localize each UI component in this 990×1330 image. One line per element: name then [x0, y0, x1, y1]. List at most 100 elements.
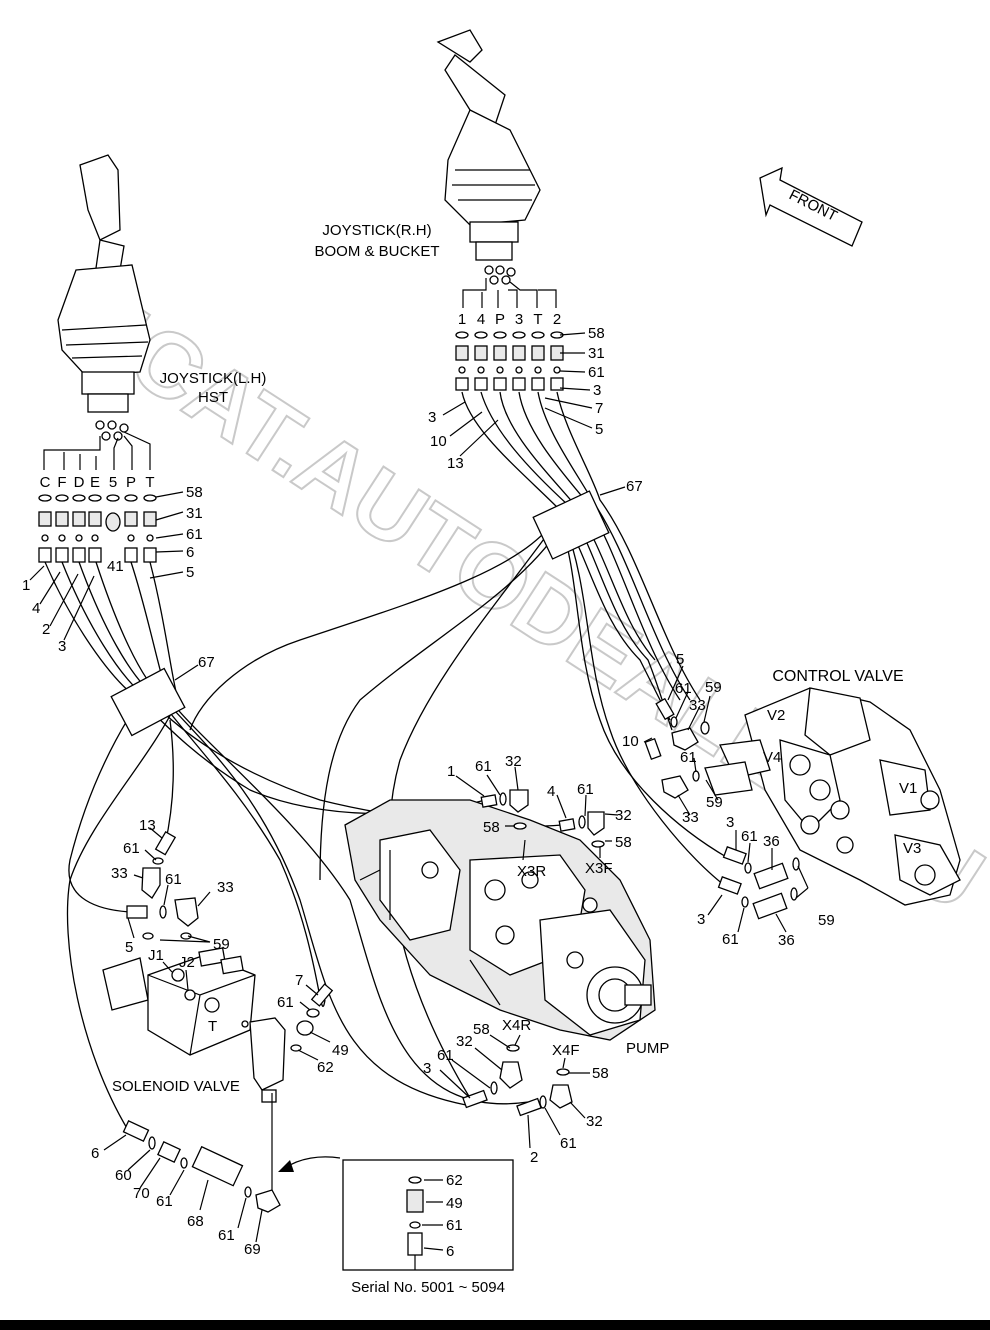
svg-text:T: T: [533, 311, 542, 328]
svg-text:61: 61: [437, 1047, 454, 1064]
svg-text:59: 59: [705, 679, 722, 696]
svg-text:49: 49: [332, 1042, 349, 1059]
svg-text:2: 2: [553, 311, 561, 328]
svg-text:61: 61: [218, 1227, 235, 1244]
svg-text:61: 61: [560, 1135, 577, 1152]
svg-text:7: 7: [295, 972, 303, 989]
control-valve-lower-callouts: 3 61 36 59 3 61 36: [697, 814, 835, 949]
svg-text:7: 7: [595, 400, 603, 417]
svg-text:5: 5: [109, 474, 117, 491]
left-lower-callouts: 13 61 33 61 33 5 59: [111, 817, 234, 956]
svg-text:6: 6: [91, 1145, 99, 1162]
svg-text:10: 10: [622, 733, 639, 750]
joystick-rh-port-letters: 1 4 P 3 T 2: [458, 311, 561, 328]
svg-text:3: 3: [697, 911, 705, 928]
svg-text:1: 1: [458, 311, 466, 328]
svg-text:V4: V4: [763, 749, 781, 766]
joystick-lh-drawing: [57, 154, 151, 441]
band-callouts: 67 67: [174, 478, 643, 681]
joystick-lh-callouts: 58 31 61 6 5 41 1 4 2 3: [22, 484, 203, 655]
joystick-lh-title-line2: HST: [198, 389, 228, 406]
svg-text:13: 13: [447, 455, 464, 472]
svg-text:33: 33: [217, 879, 234, 896]
svg-text:61: 61: [475, 758, 492, 775]
pump-drawing: [344, 799, 656, 1041]
solenoid-side-fittings: [290, 983, 334, 1052]
svg-text:32: 32: [505, 753, 522, 770]
svg-text:61: 61: [156, 1193, 173, 1210]
svg-text:61: 61: [165, 871, 182, 888]
svg-text:5: 5: [676, 651, 684, 668]
svg-text:X4R: X4R: [502, 1017, 531, 1034]
svg-text:X3R: X3R: [517, 863, 546, 880]
svg-text:59: 59: [818, 912, 835, 929]
svg-text:T: T: [208, 1018, 217, 1035]
pump-top-fittings: [480, 789, 605, 848]
solenoid-valve-drawing: [102, 947, 286, 1103]
svg-text:70: 70: [133, 1185, 150, 1202]
svg-text:67: 67: [198, 654, 215, 671]
front-arrow: FRONT: [759, 166, 863, 247]
svg-text:61: 61: [588, 364, 605, 381]
svg-text:68: 68: [187, 1213, 204, 1230]
control-valve-label: CONTROL VALVE: [772, 668, 903, 685]
svg-text:10: 10: [430, 433, 447, 450]
svg-text:6: 6: [186, 544, 194, 561]
svg-text:3: 3: [515, 311, 523, 328]
svg-text:3: 3: [593, 382, 601, 399]
control-valve-upper-callouts: 5 61 59 33 10 61 59 33: [622, 651, 723, 826]
svg-text:V3: V3: [903, 840, 921, 857]
svg-text:D: D: [74, 474, 85, 491]
bottom-chain-fittings: [122, 1093, 281, 1213]
svg-text:F: F: [57, 474, 66, 491]
joystick-lh-title-line1: JOYSTICK(L.H): [160, 370, 267, 387]
joystick-rh-callouts: 58 31 61 3 7 5 3 10 13: [428, 325, 605, 472]
svg-text:61: 61: [577, 781, 594, 798]
svg-text:3: 3: [428, 409, 436, 426]
svg-text:62: 62: [446, 1172, 463, 1189]
svg-text:E: E: [90, 474, 100, 491]
svg-text:P: P: [495, 311, 505, 328]
svg-text:31: 31: [186, 505, 203, 522]
svg-text:61: 61: [722, 931, 739, 948]
svg-text:61: 61: [446, 1217, 463, 1234]
pump-bottom-callouts: 58 32 61 3 58 2 61 32: [423, 1021, 609, 1166]
svg-text:62: 62: [317, 1059, 334, 1076]
svg-text:P: P: [126, 474, 136, 491]
joystick-rh-title-line1: JOYSTICK(R.H): [322, 222, 431, 239]
svg-text:1: 1: [22, 577, 30, 594]
svg-text:61: 61: [680, 749, 697, 766]
joystick-rh-title-line2: BOOM & BUCKET: [314, 243, 439, 260]
svg-text:33: 33: [689, 697, 706, 714]
control-valve-lower-fittings: [717, 846, 800, 920]
svg-text:1: 1: [447, 763, 455, 780]
svg-text:58: 58: [615, 834, 632, 851]
svg-text:4: 4: [477, 311, 485, 328]
svg-text:41: 41: [107, 558, 124, 575]
hose-band-rh: [532, 490, 610, 560]
svg-text:J1: J1: [148, 947, 164, 964]
svg-text:58: 58: [186, 484, 203, 501]
svg-text:3: 3: [58, 638, 66, 655]
svg-text:5: 5: [186, 564, 194, 581]
svg-text:61: 61: [277, 994, 294, 1011]
svg-text:61: 61: [675, 680, 692, 697]
svg-text:36: 36: [763, 833, 780, 850]
svg-text:5: 5: [595, 421, 603, 438]
joystick-lh-fittings: [38, 494, 157, 563]
svg-text:32: 32: [586, 1113, 603, 1130]
svg-text:J2: J2: [179, 954, 195, 971]
svg-text:60: 60: [115, 1167, 132, 1184]
svg-text:58: 58: [588, 325, 605, 342]
hose-band-lh: [110, 667, 186, 737]
svg-text:X3F: X3F: [585, 860, 613, 877]
serial-number-label: Serial No. 5001 ~ 5094: [351, 1279, 505, 1296]
svg-text:32: 32: [456, 1033, 473, 1050]
inset-arrow: [278, 1156, 341, 1172]
solenoid-port-labels: J1 J2 T: [148, 947, 217, 1035]
svg-text:V2: V2: [767, 707, 785, 724]
pump-port-labels: X3R X3F X4R X4F: [502, 839, 613, 1069]
pump-top-callouts: 1 61 32 58 4 61 32 58: [447, 753, 632, 851]
svg-text:33: 33: [682, 809, 699, 826]
